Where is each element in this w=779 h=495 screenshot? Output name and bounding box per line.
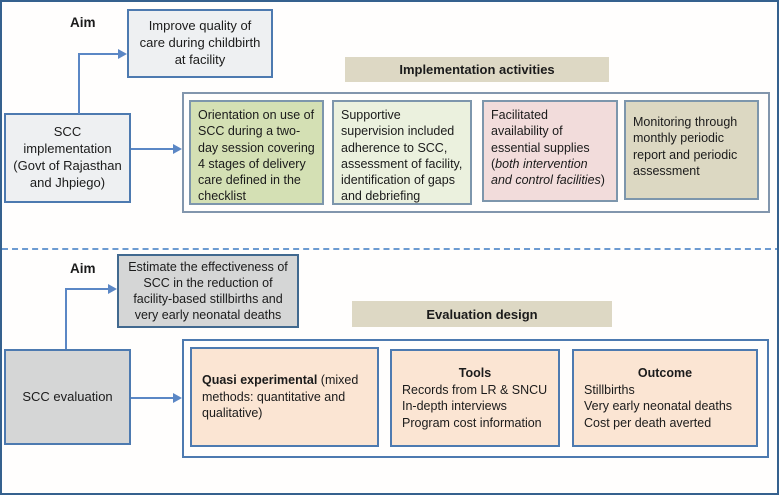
evaluation-aim-label: Aim — [70, 261, 96, 276]
activity-orientation-text: Orientation on use of SCC during a two-d… — [198, 108, 315, 204]
scc-evaluation-box: SCC evaluation — [4, 349, 131, 445]
outcome-item: Cost per death averted — [584, 415, 712, 430]
tools-box: Tools Records from LR & SNCU In-depth in… — [390, 349, 560, 447]
evaluation-aim-arrowhead-icon — [108, 284, 117, 294]
outcome-item: Very early neonatal deaths — [584, 399, 733, 413]
quasi-experimental-box: Quasi experimental (mixed methods: quant… — [190, 347, 379, 447]
activity-monitoring-text: Monitoring through monthly periodic repo… — [633, 115, 738, 178]
activity-orientation-box: Orientation on use of SCC during a two-d… — [189, 100, 324, 205]
implementation-aim-arrowhead-icon — [118, 49, 127, 59]
outcome-title: Outcome — [637, 366, 693, 380]
activity-monitoring-box: Monitoring through monthly periodic repo… — [624, 100, 759, 200]
evaluation-design-band: Evaluation design — [352, 301, 612, 327]
evaluation-aim-box: Estimate the effectiveness of SCC in the… — [117, 254, 299, 328]
evaluation-aim-connector-horizontal — [65, 288, 109, 290]
implementation-activities-band: Implementation activities — [345, 57, 609, 82]
evaluation-design-arrowhead-icon — [173, 393, 182, 403]
activity-supervision-box: Supportive supervision included adherenc… — [332, 100, 472, 205]
implementation-aim-connector-horizontal — [78, 53, 120, 55]
outcome-item: Stillbirths — [584, 382, 635, 397]
activity-supplies-box: Facilitated availability of essential su… — [482, 100, 618, 202]
quasi-experimental-text: Quasi experimental (mixed methods: quant… — [202, 373, 359, 421]
tools-title: Tools — [458, 366, 492, 380]
implementation-activities-connector — [131, 148, 174, 150]
tools-item: Records from LR & SNCU — [402, 382, 548, 397]
evaluation-design-connector — [131, 397, 174, 399]
implementation-aim-box: Improve quality of care during childbirt… — [127, 9, 273, 78]
evaluation-aim-connector-vertical — [65, 289, 67, 349]
implementation-aim-label: Aim — [70, 15, 96, 30]
scc-implementation-box: SCC implementation (Govt of Rajasthan an… — [4, 113, 131, 203]
implementation-aim-connector-vertical — [78, 54, 80, 114]
implementation-activities-arrowhead-icon — [173, 144, 182, 154]
tools-item: Program cost information — [402, 415, 542, 430]
outcome-box: Outcome Stillbirths Very early neonatal … — [572, 349, 758, 447]
activity-supplies-text: Facilitated availability of essential su… — [491, 108, 605, 187]
tools-item: In-depth interviews — [402, 399, 507, 413]
section-divider — [2, 248, 777, 250]
activity-supervision-text: Supportive supervision included adherenc… — [341, 108, 463, 204]
